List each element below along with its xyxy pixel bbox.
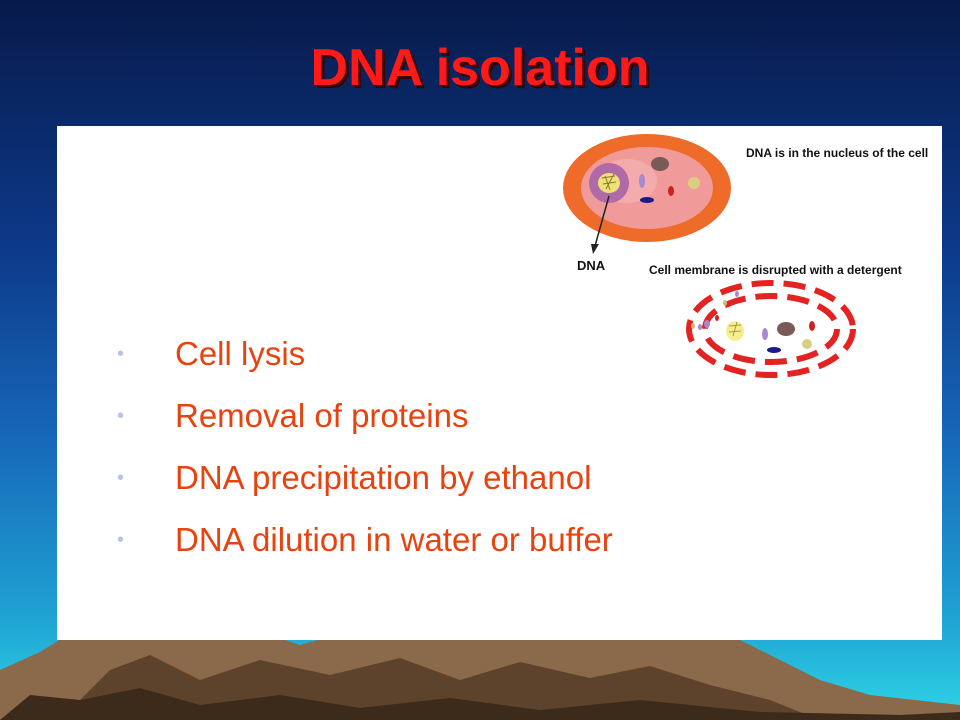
lysed-cell (686, 280, 856, 378)
slide-title: DNA isolation (310, 39, 650, 97)
bullet-item: • DNA precipitation by ethanol (117, 455, 613, 517)
bullet-list: • Cell lysis • Removal of proteins • DNA pr… (117, 331, 613, 579)
bullet-item: • DNA dilution in water or buffer (117, 517, 613, 579)
nucleus-caption: DNA is in the nucleus of the cell (746, 146, 929, 160)
mountain-range (0, 618, 960, 720)
intact-cell (563, 134, 731, 254)
lysed-cell-contents (691, 291, 815, 353)
bullet-item: • Removal of proteins (117, 393, 613, 455)
membrane-caption: Cell membrane is disrupted with a deterg… (649, 263, 902, 277)
bullet-icon: • (117, 529, 125, 551)
bullet-text: Cell lysis (175, 335, 306, 372)
bullet-icon: • (117, 343, 125, 365)
bullet-text: DNA dilution in water or buffer (175, 521, 613, 558)
dna-label: DNA (577, 258, 606, 273)
bullet-item: • Cell lysis (117, 331, 613, 393)
bullet-text: Removal of proteins (175, 397, 469, 434)
bullet-icon: • (117, 467, 125, 489)
cell-diagram (563, 134, 856, 378)
content-panel: DNA is in the nucleus of the cell DNA Ce… (57, 126, 942, 640)
bullet-icon: • (117, 405, 125, 427)
bullet-text: DNA precipitation by ethanol (175, 459, 592, 496)
